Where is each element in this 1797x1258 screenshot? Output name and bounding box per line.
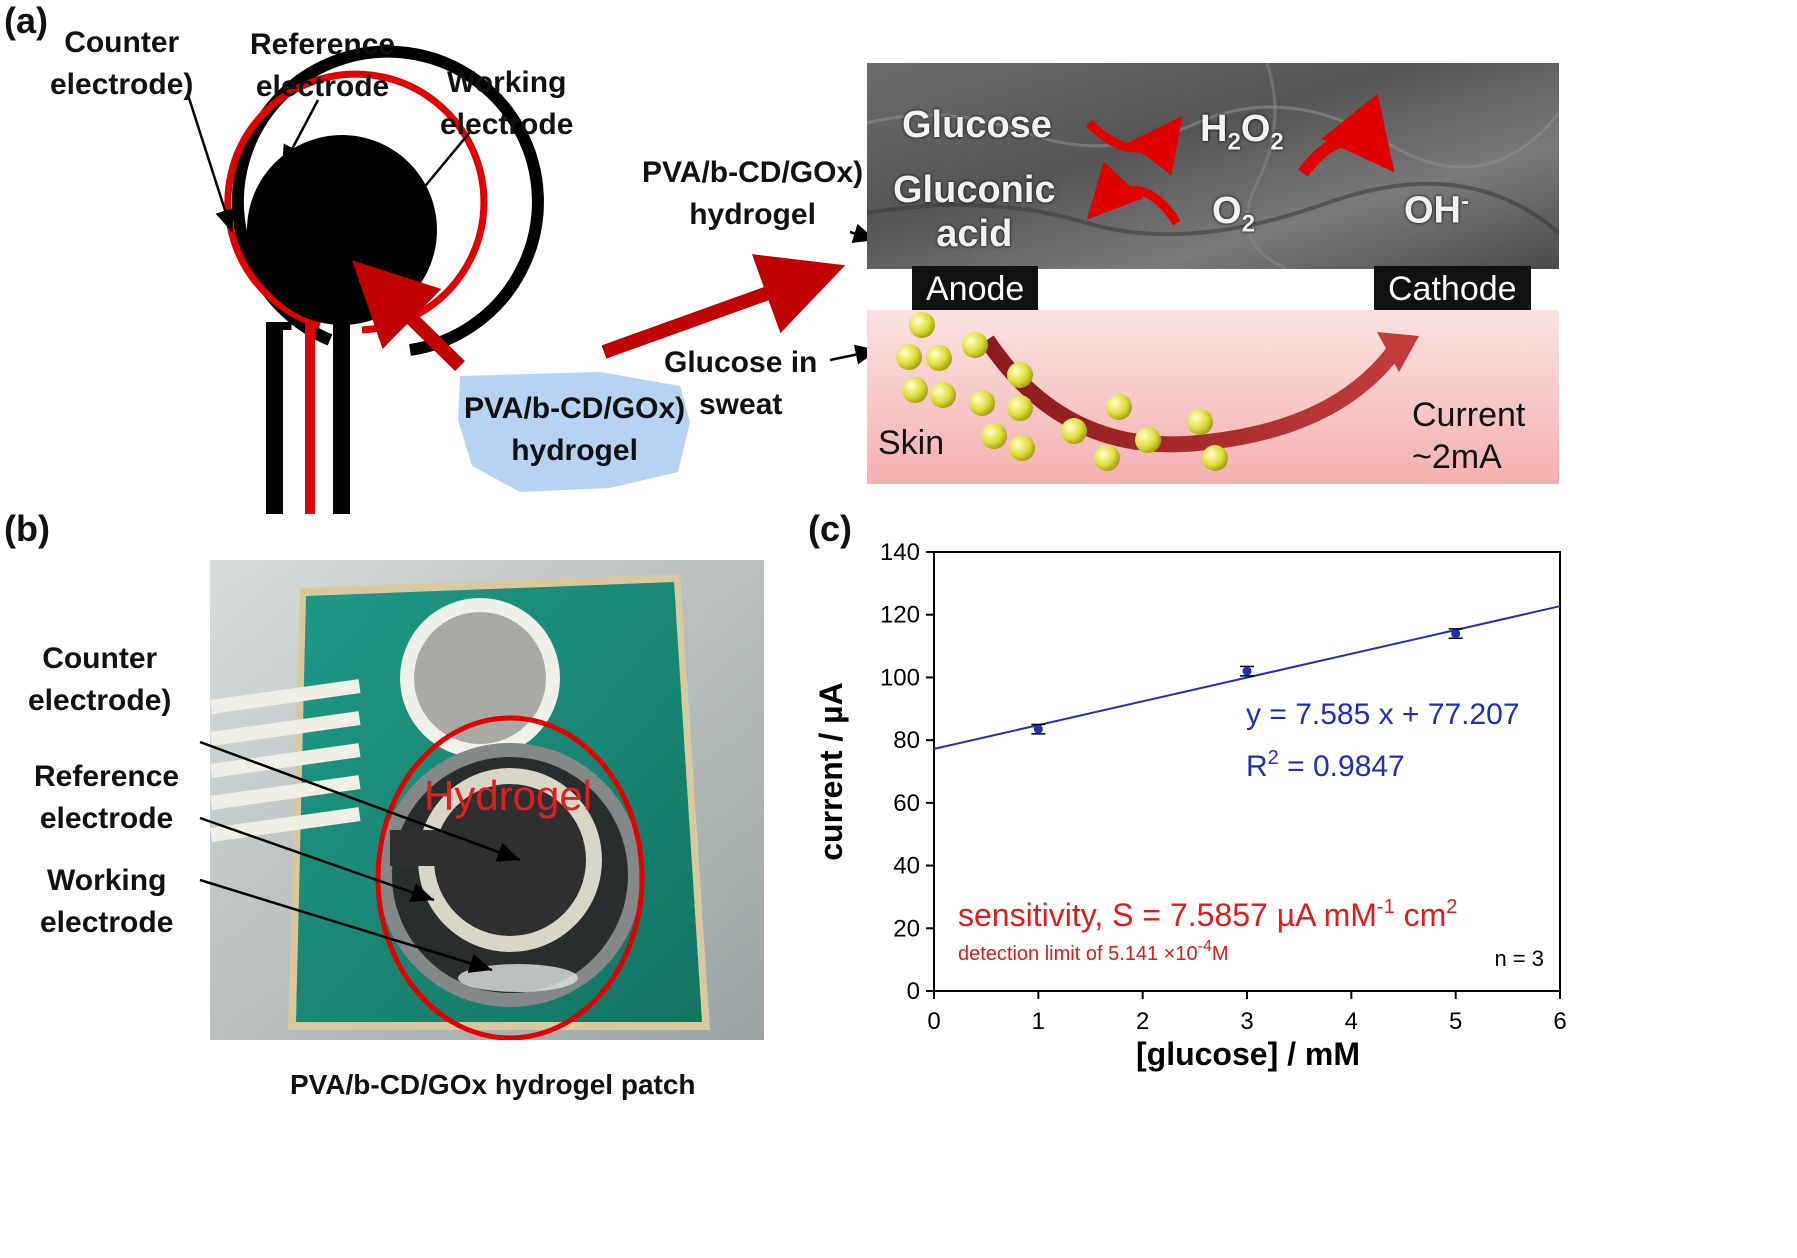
x-tick-label: 1 xyxy=(1032,1008,1045,1035)
panel-label-c: (c) xyxy=(808,508,852,549)
label-hydrogel-blob: PVA/b-CD/GOx)hydrogel xyxy=(464,392,686,467)
x-tick-label: 4 xyxy=(1345,1008,1358,1035)
x-tick-label: 5 xyxy=(1449,1008,1462,1035)
x-tick-label: 3 xyxy=(1240,1008,1253,1035)
skin-block xyxy=(867,310,1559,484)
sample-count: n = 3 xyxy=(1494,946,1544,971)
y-axis-label: current / µA xyxy=(813,682,849,860)
electrode-schematic xyxy=(186,45,879,514)
x-tick-label: 2 xyxy=(1136,1008,1149,1035)
cathode-chip: Cathode xyxy=(1374,266,1531,312)
r-squared: R2 = 0.9847 xyxy=(1246,747,1405,783)
x-axis-label: [glucose] / mM xyxy=(1136,1036,1360,1072)
data-point xyxy=(1242,666,1252,676)
sem-h2o2: H2O2 xyxy=(1200,108,1284,156)
label-current: Current ~2mA xyxy=(1412,396,1526,476)
label-hydrogel-top: PVA/b-CD/GOx)hydrogel xyxy=(642,156,864,231)
y-tick-label: 80 xyxy=(893,727,920,754)
anode-chip: Anode xyxy=(912,266,1039,312)
y-tick-label: 60 xyxy=(893,790,920,817)
sem-o2: O2 xyxy=(1212,190,1255,238)
photo-annotations xyxy=(199,740,521,973)
sem-glucose: Glucose xyxy=(902,104,1052,146)
sem-oh: OH- xyxy=(1404,188,1469,232)
photo-caption: PVA/b-CD/GOx hydrogel patch xyxy=(290,1069,696,1100)
sensitivity-note: sensitivity, S = 7.5857 µA mM-1 cm2 xyxy=(958,896,1457,933)
sem-image xyxy=(867,63,1559,269)
data-point xyxy=(1033,724,1043,734)
y-tick-label: 120 xyxy=(880,602,920,629)
y-tick-label: 100 xyxy=(880,664,920,691)
panel-label-b: (b) xyxy=(4,508,50,549)
y-tick-label: 140 xyxy=(880,539,920,566)
panel-label-a: (a) xyxy=(4,0,48,41)
x-tick-label: 0 xyxy=(927,1008,940,1035)
fit-equation: y = 7.585 x + 77.207 xyxy=(1246,698,1520,731)
sem-gluconic-acid: Gluconic acid xyxy=(893,169,1056,255)
y-tick-label: 20 xyxy=(893,915,920,942)
data-point xyxy=(1451,629,1461,639)
y-tick-label: 40 xyxy=(893,853,920,880)
label-hydrogel-photo: Hydrogel xyxy=(424,772,593,819)
label-skin: Skin xyxy=(878,424,945,462)
y-tick-label: 0 xyxy=(907,978,920,1005)
detection-limit: detection limit of 5.141 ×10-4M xyxy=(958,938,1229,965)
calibration-chart: 0 20 40 60 80 100 120 140 0 1 2 3 4 5 6 current / µA [… xyxy=(813,539,1567,1072)
x-tick-label: 6 xyxy=(1553,1008,1566,1035)
